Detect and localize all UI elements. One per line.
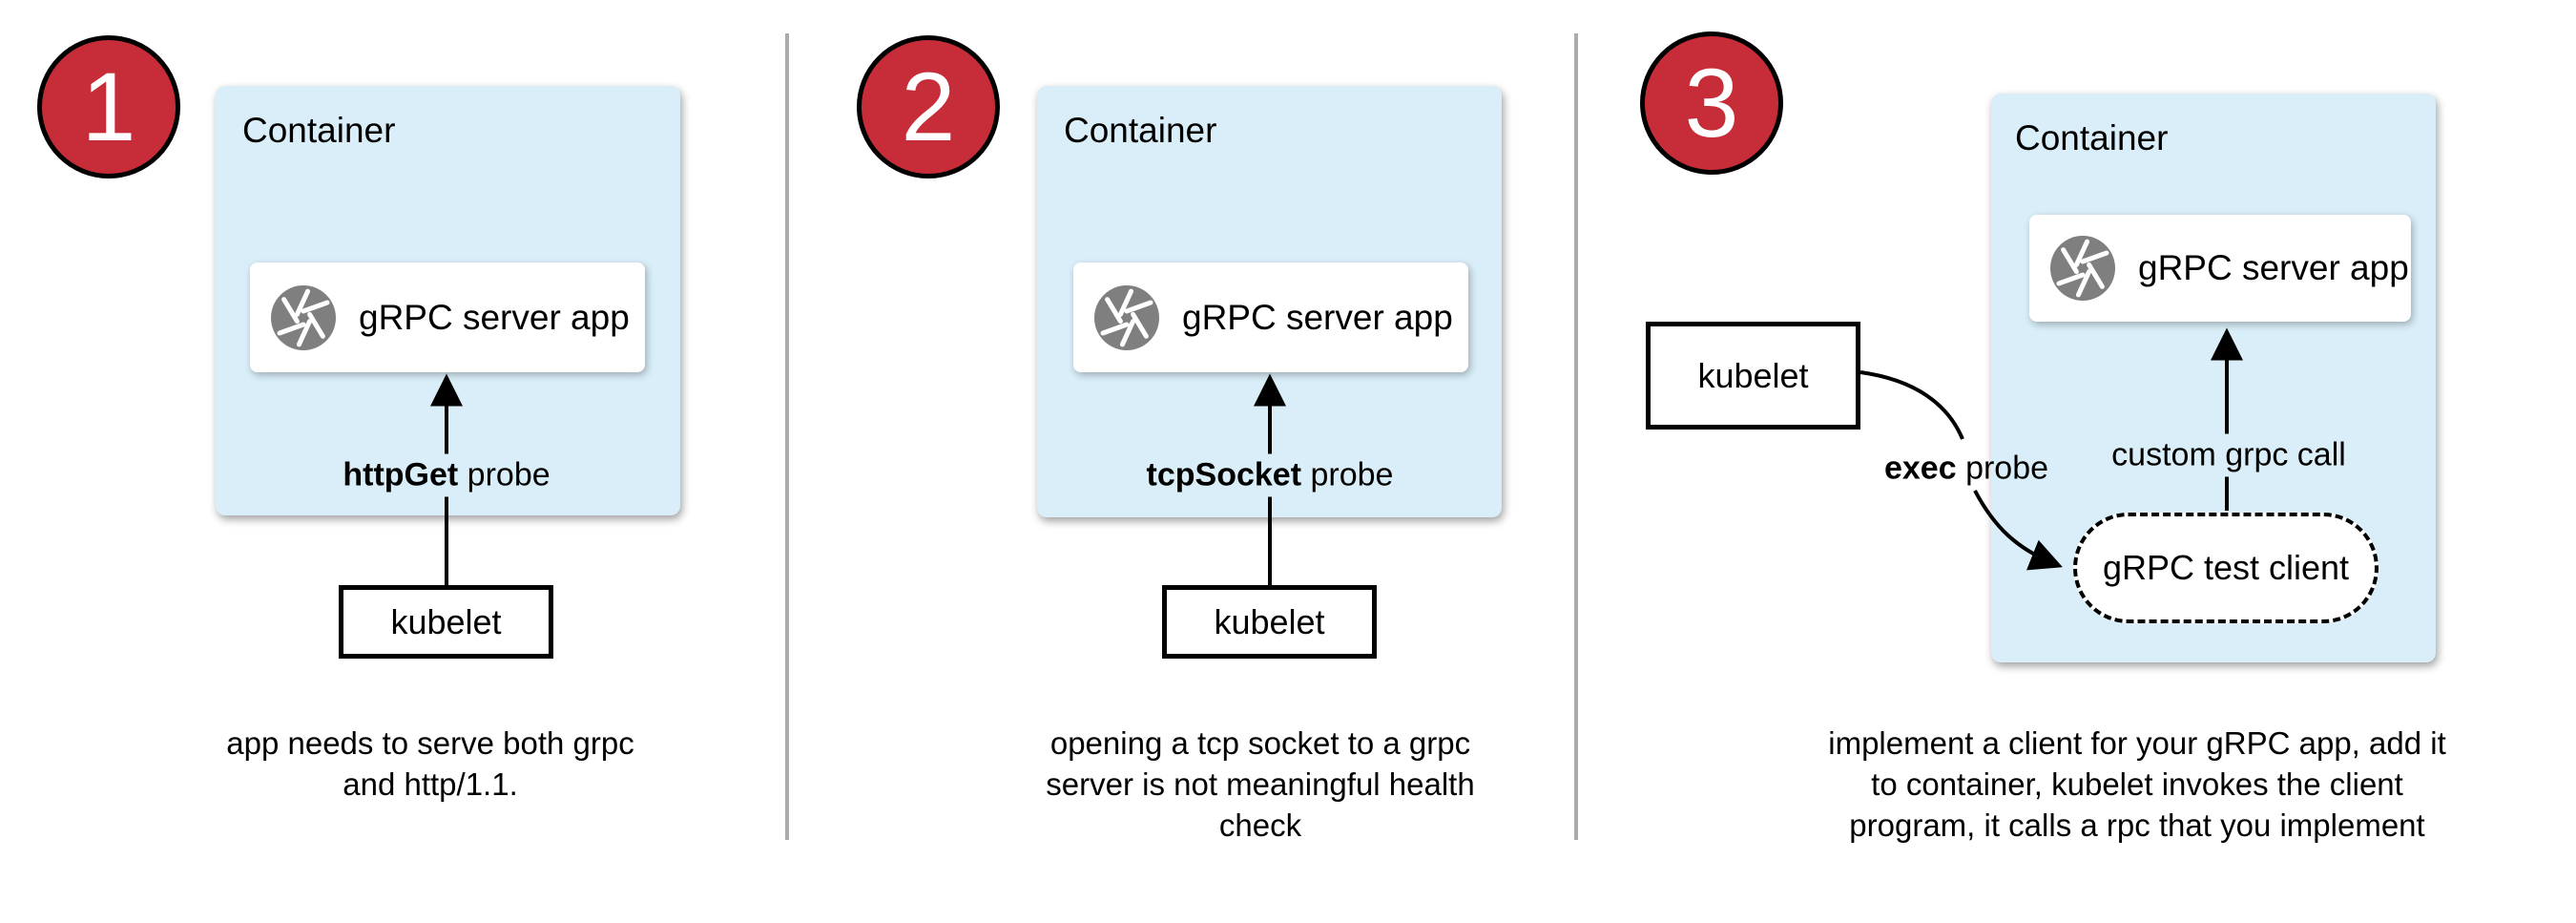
probe-label-1: httpGet probe bbox=[333, 453, 560, 497]
exec-probe-arrow-upper bbox=[1859, 370, 1964, 440]
grpc-server-app-box-3: gRPC server app bbox=[2029, 215, 2411, 322]
aperture-icon bbox=[2050, 236, 2115, 301]
aperture-icon bbox=[1094, 284, 1159, 350]
probe-type: exec bbox=[1883, 450, 1957, 487]
probe-label-2: tcpSocket probe bbox=[1136, 453, 1403, 497]
grpc-test-client-box: gRPC test client bbox=[2073, 513, 2379, 623]
grpc-server-app-label: gRPC server app bbox=[1182, 297, 1453, 337]
container-label: Container bbox=[1064, 111, 1217, 150]
probe-word: probe bbox=[1956, 450, 2049, 487]
kubelet-label: kubelet bbox=[1214, 601, 1325, 641]
kubelet-box-1: kubelet bbox=[339, 585, 553, 659]
caption-3: implement a client for your gRPC app, ad… bbox=[1828, 725, 2446, 843]
step-number: 3 bbox=[1684, 49, 1739, 157]
aperture-icon bbox=[271, 284, 336, 350]
step-badge-2: 2 bbox=[857, 35, 1000, 178]
probe-type: tcpSocket bbox=[1146, 456, 1302, 493]
panel-divider-2 bbox=[1574, 33, 1578, 840]
grpc-server-app-label: gRPC server app bbox=[2138, 248, 2409, 287]
caption-2: opening a tcp socket to a grpc server is… bbox=[1046, 725, 1475, 843]
step-number: 1 bbox=[81, 52, 136, 161]
panel-divider-1 bbox=[785, 33, 789, 840]
custom-grpc-call-label: custom grpc call bbox=[2102, 433, 2356, 477]
grpc-test-client-label: gRPC test client bbox=[2102, 548, 2350, 587]
kubelet-box-2: kubelet bbox=[1162, 585, 1377, 659]
step-badge-1: 1 bbox=[37, 35, 180, 178]
probe-word: probe bbox=[458, 456, 551, 493]
caption-1: app needs to serve both grpc and http/1.… bbox=[226, 725, 634, 802]
grpc-server-app-box-2: gRPC server app bbox=[1073, 262, 1468, 372]
grpc-server-app-label: gRPC server app bbox=[359, 297, 630, 337]
probe-type: httpGet bbox=[343, 456, 459, 493]
grpc-server-app-box-1: gRPC server app bbox=[250, 262, 645, 372]
container-label: Container bbox=[2015, 118, 2169, 157]
kubelet-label: kubelet bbox=[1697, 355, 1809, 395]
step-number: 2 bbox=[901, 52, 956, 161]
step-badge-3: 3 bbox=[1640, 31, 1783, 175]
container-label: Container bbox=[242, 111, 396, 150]
kubelet-label: kubelet bbox=[390, 601, 502, 641]
probe-label-3: exec probe bbox=[1884, 451, 2048, 488]
probe-word: probe bbox=[1301, 456, 1394, 493]
kubelet-box-3: kubelet bbox=[1646, 322, 1860, 430]
